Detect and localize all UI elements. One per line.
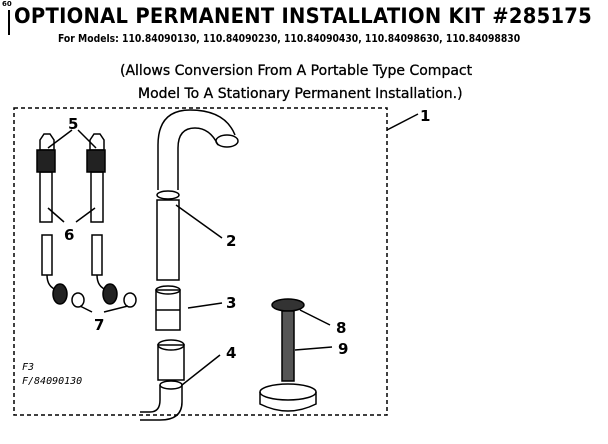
callout-1: 1 [420, 107, 430, 125]
figure-ref-2: F/84090130 [22, 376, 82, 387]
callout-5: 5 [68, 115, 78, 133]
subtitle-line-1: (Allows Conversion From A Portable Type … [120, 63, 473, 79]
callout-3: 3 [226, 294, 236, 312]
corner-mark: 60 [2, 0, 12, 8]
diagram-title: OPTIONAL PERMANENT INSTALLATION KIT #285… [14, 4, 593, 28]
leader-7b [103, 305, 129, 313]
callout-4: 4 [226, 344, 236, 362]
leader-6b [75, 207, 96, 223]
leader-9 [294, 346, 333, 351]
callout-2: 2 [226, 232, 236, 250]
leveling-foot [259, 298, 317, 412]
coupling [155, 285, 181, 331]
elbow-fitting [140, 339, 185, 421]
leader-4 [181, 354, 221, 386]
leader-2 [175, 204, 223, 239]
leader-3 [187, 302, 223, 309]
callout-8: 8 [336, 319, 346, 337]
drain-pipe [156, 109, 239, 281]
leader-7a [79, 305, 93, 313]
callout-6: 6 [64, 226, 74, 244]
hose-fitting-right [86, 133, 137, 308]
leader-5b [77, 129, 97, 149]
callout-9: 9 [338, 340, 348, 358]
kit-enclosure [13, 107, 388, 416]
callout-7: 7 [94, 316, 104, 334]
leader-6a [47, 207, 65, 223]
leader-8 [299, 309, 331, 326]
subtitle-line-2: Model To A Stationary Permanent Installa… [138, 86, 463, 102]
figure-ref-1: F3 [22, 362, 34, 373]
hose-fitting-left [36, 133, 85, 308]
model-list: For Models: 110.84090130, 110.84090230, … [58, 33, 521, 45]
leader-1 [386, 113, 419, 131]
leader-5a [47, 129, 73, 149]
